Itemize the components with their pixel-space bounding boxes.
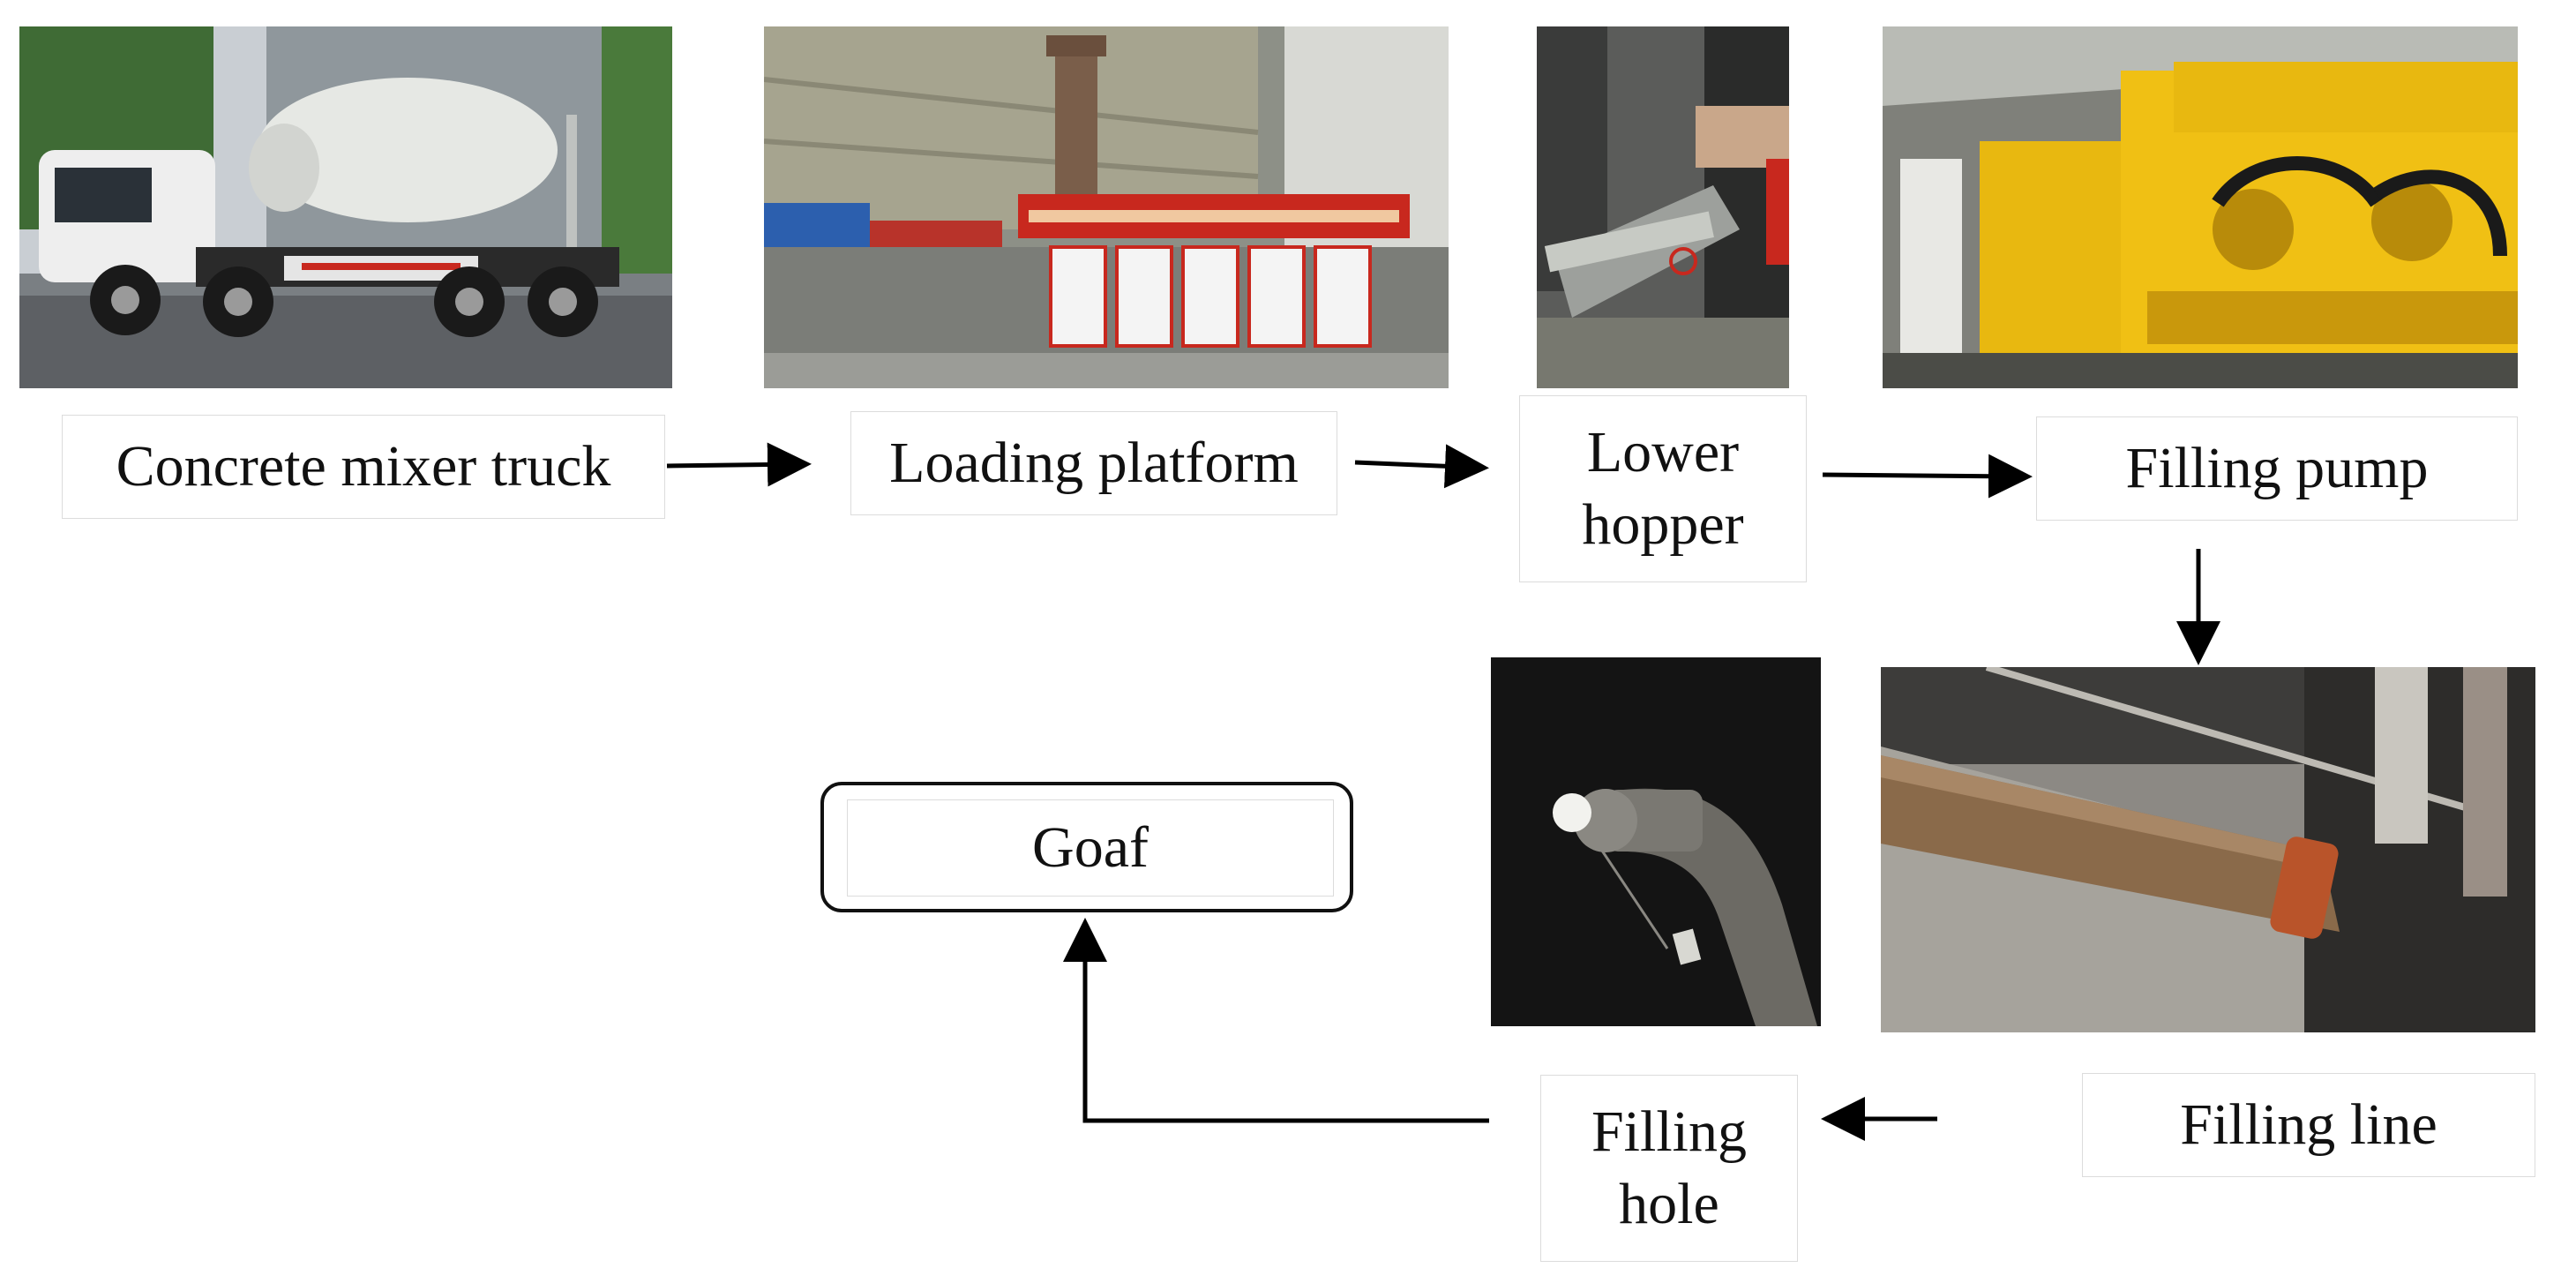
step-lower-hopper-label-line2: hopper	[1582, 492, 1744, 557]
lower-hopper-photo	[1537, 26, 1789, 388]
filling-hole-photo	[1491, 657, 1821, 1026]
step-filling-line: Filling line	[2082, 1073, 2535, 1177]
step-filling-pump-label: Filling pump	[2125, 436, 2429, 501]
step-concrete-mixer-truck: Concrete mixer truck	[62, 415, 665, 519]
step-concrete-mixer-truck-label: Concrete mixer truck	[116, 434, 611, 499]
step-loading-platform-label: Loading platform	[889, 431, 1299, 496]
step-filling-hole-label-line2: hole	[1619, 1172, 1719, 1236]
concrete-mixer-truck-photo	[19, 26, 672, 388]
step-goaf-label: Goaf	[1032, 815, 1149, 881]
step-filling-hole-label-line1: Filling	[1591, 1099, 1748, 1164]
step-loading-platform: Loading platform	[850, 411, 1337, 515]
arrow-truck-to-platform	[666, 442, 812, 487]
filling-line-photo	[1881, 667, 2535, 1032]
step-lower-hopper-label-line1: Lower	[1586, 419, 1740, 484]
step-goaf: Goaf	[847, 799, 1334, 897]
step-filling-pump: Filling pump	[2036, 416, 2518, 521]
arrow-platform-to-hopper	[1354, 444, 1489, 489]
loading-platform-photo	[764, 26, 1449, 388]
filling-pump-photo	[1883, 26, 2518, 388]
arrow-hole-to-goaf	[1063, 918, 1489, 1123]
arrow-hopper-to-pump	[1822, 454, 2033, 499]
step-filling-line-label: Filling line	[2180, 1092, 2437, 1158]
step-filling-hole: Filling hole	[1540, 1075, 1798, 1262]
step-lower-hopper: Lower hopper	[1519, 395, 1807, 582]
